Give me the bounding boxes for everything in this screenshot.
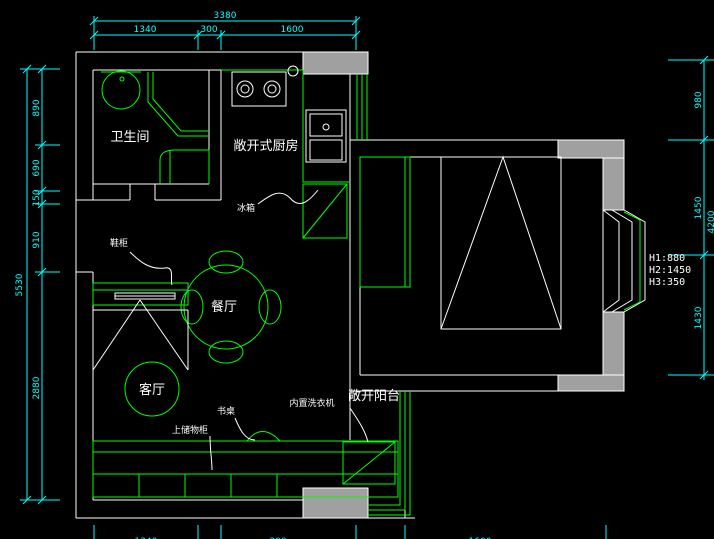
dim-top-seg-2: 300: [200, 25, 217, 35]
dim-left-seg-2: 690: [32, 159, 42, 176]
label-upper-storage: 上储物柜: [172, 424, 208, 436]
label-desk: 书桌: [217, 405, 235, 417]
furniture: [92, 69, 411, 498]
dim-left-seg-4: 910: [32, 231, 42, 248]
dim-left-seg-1: 890: [32, 99, 42, 116]
label-shoe-cabinet: 鞋柜: [110, 237, 128, 249]
dim-bottom-seg-1: 1340: [135, 537, 158, 539]
dim-right-seg-2: 1450: [694, 196, 704, 219]
window-height-h2: H2:1450: [649, 265, 691, 276]
dim-left-seg-3: 150: [32, 189, 42, 206]
dim-top-seg-3: 1600: [281, 25, 304, 35]
dim-left-total: 5530: [15, 273, 25, 296]
room-label-kitchen: 敞开式厨房: [233, 138, 298, 154]
dim-right-seg-3: 1430: [694, 306, 704, 329]
room-label-balcony: 敞开阳台: [348, 388, 400, 404]
dim-top-seg-1: 1340: [134, 25, 157, 35]
label-washer: 内置洗衣机: [289, 397, 334, 409]
room-label-bathroom: 卫生间: [110, 130, 149, 145]
dim-right-partial: 4200: [707, 210, 714, 233]
dim-left-seg-5: 2880: [32, 376, 42, 399]
dimension-lines: [20, 16, 714, 539]
window-height-h1: H1:880: [649, 253, 685, 264]
room-label-living: 客厅: [139, 382, 165, 398]
furniture-labels: 冰箱 鞋柜 书桌 上储物柜 内置洗衣机: [110, 202, 335, 436]
window-frames: [356, 74, 641, 516]
dim-bottom-seg-3: 1600: [469, 537, 492, 539]
dim-bottom-seg-2: 300: [269, 537, 286, 539]
room-labels: 卫生间 敞开式厨房 餐厅 客厅 敞开阳台: [110, 130, 400, 404]
dimension-text: 3380 1340 300 1600 5530 890 690 150 910 …: [15, 11, 714, 539]
window-height-h3: H3:350: [649, 277, 685, 288]
label-fridge: 冰箱: [237, 202, 255, 214]
window-height-notes: H1:880 H2:1450 H3:350: [649, 253, 691, 288]
structural-columns: [302, 51, 625, 519]
bed-outline: [92, 65, 562, 371]
room-label-dining: 餐厅: [211, 299, 237, 315]
dim-right-seg-1: 980: [694, 91, 704, 108]
leader-lines: [129, 189, 369, 471]
dim-top-total: 3380: [214, 11, 237, 21]
